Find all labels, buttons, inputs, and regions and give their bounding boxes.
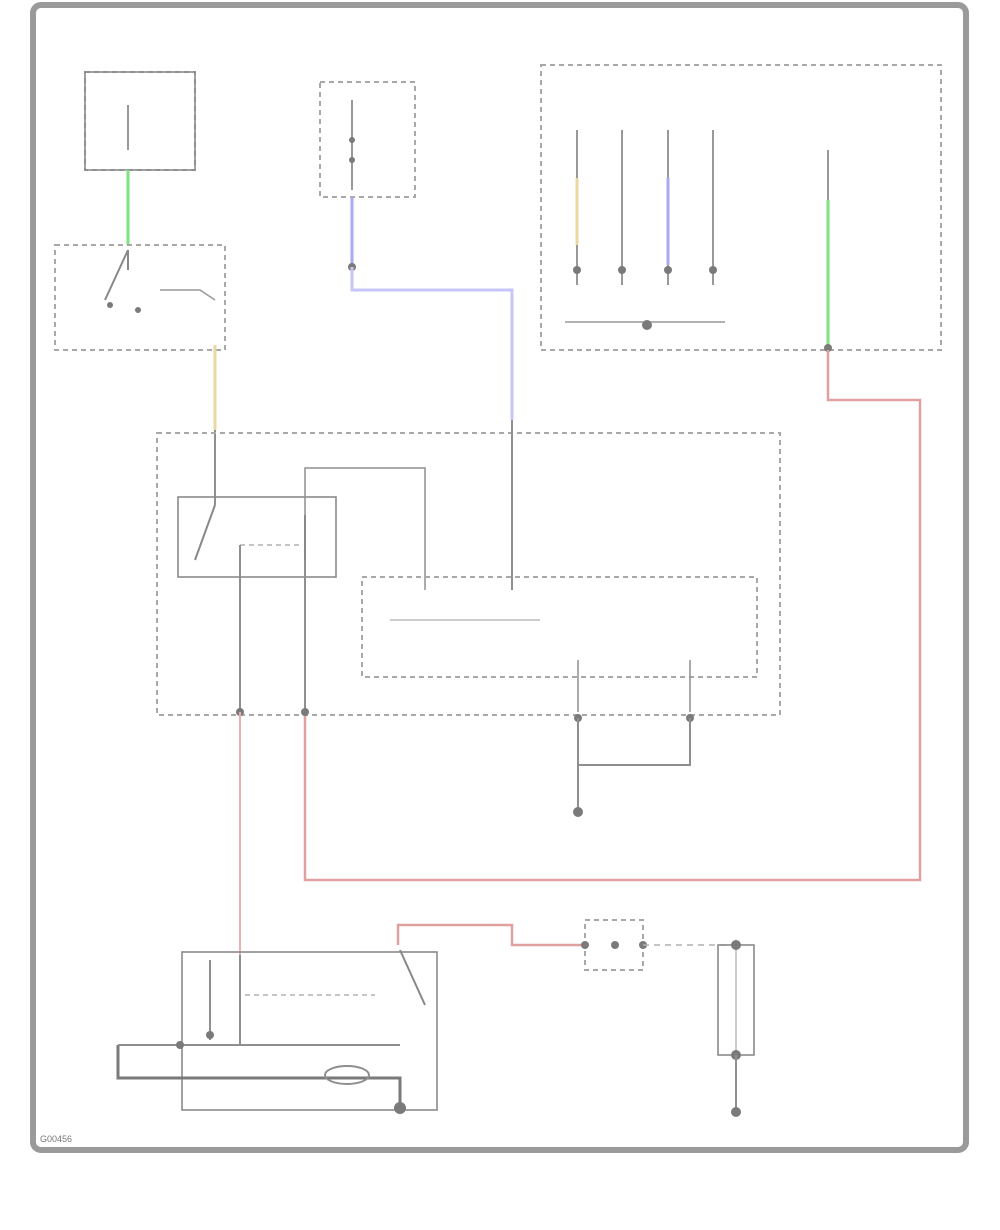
ground-symbol-icon [731, 1107, 741, 1117]
wire-red-bottom [396, 923, 585, 947]
motor-icon [324, 1065, 370, 1085]
relay-coil-icon [194, 504, 216, 561]
switch-contact-icon [399, 949, 426, 1006]
ignition-switch [54, 244, 226, 351]
wire-ground-network [577, 718, 691, 766]
main-control-unit [156, 420, 781, 716]
control-module-top-right [540, 64, 942, 351]
diagram-frame [30, 2, 969, 1153]
fuse-box-top-left [84, 71, 196, 171]
battery-connector [717, 940, 755, 1117]
switch-contact-icon [104, 249, 129, 301]
wire-blue-route [350, 267, 514, 420]
bottom-fuse [581, 919, 647, 971]
bottom-relay-assembly [116, 949, 438, 1114]
wire-red-right-loop [303, 350, 922, 882]
ground-symbol-icon [573, 807, 583, 817]
fuse-box-top-middle [319, 81, 416, 198]
footer-code: G00456 [40, 1134, 72, 1144]
